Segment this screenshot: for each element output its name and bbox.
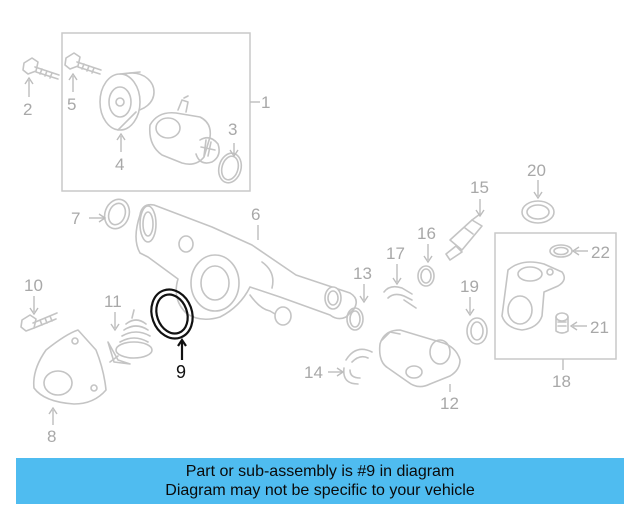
callout-22[interactable]: 22 [591,243,610,262]
water-pump-body[interactable] [148,95,220,165]
callout-20[interactable]: 20 [527,161,546,180]
callout-9[interactable]: 9 [176,362,186,382]
bolt-part-2[interactable] [22,57,60,80]
callout-6[interactable]: 6 [251,205,260,224]
oring-part-19[interactable] [466,317,488,345]
coolant-housing-part-6[interactable] [135,203,358,326]
callout-4[interactable]: 4 [115,155,124,174]
oring-part-13[interactable] [346,307,364,331]
callout-5[interactable]: 5 [67,95,76,114]
callout-2[interactable]: 2 [23,100,32,119]
callout-10[interactable]: 10 [24,276,43,295]
callout-15[interactable]: 15 [470,178,489,197]
assembly-box-18 [494,232,617,360]
callout-16[interactable]: 16 [417,224,436,243]
info-banner: Part or sub-assembly is #9 in diagram Di… [16,458,624,504]
banner-line-1: Part or sub-assembly is #9 in diagram [185,463,455,480]
cover-part-8[interactable] [32,329,107,405]
gasket-part-20[interactable] [521,200,555,224]
callout-19[interactable]: 19 [460,277,479,296]
callout-12[interactable]: 12 [440,394,459,413]
callout-1[interactable]: 1 [261,93,270,112]
oring-part-9-highlighted[interactable] [145,284,200,345]
callout-21[interactable]: 21 [590,318,609,337]
bolt-part-21[interactable] [555,312,569,334]
callout-11[interactable]: 11 [104,292,122,311]
oring-part-7[interactable] [101,196,134,232]
callout-3[interactable]: 3 [228,120,237,139]
callout-7[interactable]: 7 [71,209,80,228]
pulley-part-4[interactable] [99,71,155,131]
callout-13[interactable]: 13 [353,264,372,283]
callout-17[interactable]: 17 [386,244,405,263]
flange-part-18[interactable] [501,261,566,331]
bolt-part-10[interactable] [20,312,58,332]
sensor-part-15[interactable] [445,213,483,261]
callout-14[interactable]: 14 [304,363,323,382]
oring-part-16[interactable] [417,265,435,287]
parts-diagram: 1 2 5 4 3 7 [20,32,617,446]
clip-part-14[interactable] [342,348,373,385]
connector-part-12[interactable] [378,329,461,388]
bolt-part-5[interactable] [64,52,102,75]
clip-part-17[interactable] [383,285,417,309]
thermostat-part-11[interactable] [107,309,153,365]
callout-18[interactable]: 18 [552,372,571,391]
banner-line-2: Diagram may not be specific to your vehi… [165,482,475,499]
assembly-box-1 [61,32,251,192]
callout-8[interactable]: 8 [47,427,56,446]
